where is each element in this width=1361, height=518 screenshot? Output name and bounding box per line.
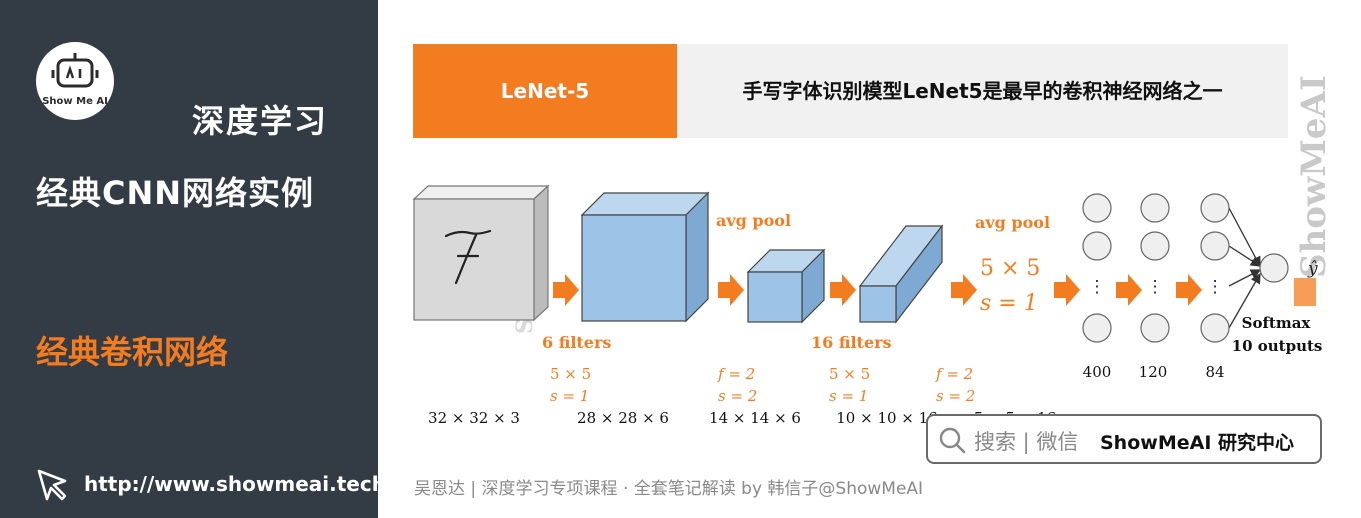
fc400-ellipsis: ⋮ (1089, 277, 1106, 297)
fc400-size: 400 (1083, 363, 1112, 381)
conv1-dims: 28 × 28 × 6 (577, 409, 669, 427)
model-description-text: 手写字体识别模型LeNet5是最早的卷积神经网络之一 (742, 79, 1223, 103)
neuron-fc400 (1082, 231, 1112, 261)
flow-arrow (553, 274, 579, 306)
outputs-label: 10 outputs (1232, 337, 1323, 355)
softmax-label: Softmax (1242, 314, 1312, 332)
fc-neurons (1082, 193, 1289, 343)
neuron-fc400 (1082, 313, 1112, 343)
lenet5-diagram: ⋮ ⋮ ⋮ ŷ 6 filters avg pool 16 filters av… (412, 184, 1323, 427)
pool1-stride: s = 2 (718, 387, 757, 405)
pool2-kernel: f = 2 (935, 365, 973, 383)
model-description: 手写字体识别模型LeNet5是最早的卷积神经网络之一 (677, 44, 1288, 138)
pool1-label: avg pool (716, 211, 791, 230)
cursor-icon (37, 469, 67, 501)
flow-arrows (553, 274, 1202, 306)
fc120-ellipsis: ⋮ (1147, 277, 1164, 297)
neuron-fc120 (1140, 231, 1170, 261)
search-icon (939, 427, 966, 454)
pool1-kernel: f = 2 (717, 365, 755, 383)
footer-credit: 吴恩达 | 深度学习专项课程 · 全套笔记解读 by 韩信子@ShowMeAI (414, 479, 924, 499)
conv2-feature-map (858, 224, 944, 324)
conv2-kernel: 5 × 5 (829, 365, 870, 383)
pool2-label: avg pool (975, 213, 1050, 232)
flow-arrow (1116, 274, 1142, 306)
pool1-feature-map (746, 248, 826, 324)
neuron-fc84 (1200, 313, 1230, 343)
conv2-filters-label: 16 filters (811, 333, 892, 352)
flow-arrow (1054, 274, 1080, 306)
left-panel: Show Me AI 深度学习 经典CNN网络实例 经典卷积网络 http://… (0, 0, 393, 518)
pool2-stride: s = 2 (936, 387, 975, 405)
website-link[interactable]: http://www.showmeai.tech/ (84, 472, 394, 496)
flow-arrow (951, 274, 977, 306)
model-tag: LeNet-5 (413, 44, 677, 138)
output-connections (1228, 207, 1262, 329)
conv2-dims: 10 × 10 × 16 (836, 409, 937, 427)
flow-arrow (718, 274, 744, 306)
flow-arrow (830, 274, 856, 306)
course-title: 深度学习 (192, 102, 329, 140)
fc84-ellipsis: ⋮ (1207, 277, 1224, 297)
model-tag-label: LeNet-5 (500, 79, 590, 103)
wechat-search-box[interactable]: 搜索 | 微信 ShowMeAI 研究中心 (926, 414, 1322, 464)
input-dims: 32 × 32 × 3 (428, 409, 520, 427)
conv2-stride: s = 1 (829, 387, 868, 405)
flow-arrow (1176, 274, 1202, 306)
output-symbol: ŷ (1307, 259, 1318, 279)
pool2-kernel-large: 5 × 5 (980, 256, 1040, 281)
conv1-stride: s = 1 (550, 387, 589, 405)
handwritten-digit (444, 229, 492, 285)
fc84-size: 84 (1205, 363, 1224, 381)
pool1-dims: 14 × 14 × 6 (709, 409, 801, 427)
pool2-stride-large: s = 1 (980, 291, 1038, 316)
conv1-feature-map (580, 191, 710, 323)
neuron-fc84 (1200, 231, 1230, 261)
section-title: 经典卷积网络 (36, 333, 229, 371)
search-text: 搜索 | 微信 (974, 430, 1079, 454)
conv1-filters-label: 6 filters (542, 333, 611, 352)
watermark-accent (1294, 278, 1316, 306)
search-brand: ShowMeAI 研究中心 (1100, 432, 1294, 454)
neuron-output (1259, 253, 1289, 283)
showmeai-logo[interactable]: Show Me AI (36, 42, 114, 120)
input-image-cube (412, 184, 550, 322)
fc120-size: 120 (1139, 363, 1168, 381)
neuron-fc120 (1140, 193, 1170, 223)
neuron-fc84 (1200, 193, 1230, 223)
neuron-fc120 (1140, 313, 1170, 343)
conv1-kernel: 5 × 5 (550, 365, 591, 383)
logo-text: Show Me AI (42, 96, 108, 107)
robot-icon (51, 53, 99, 88)
neuron-fc400 (1082, 193, 1112, 223)
course-subtitle: 经典CNN网络实例 (36, 174, 315, 212)
